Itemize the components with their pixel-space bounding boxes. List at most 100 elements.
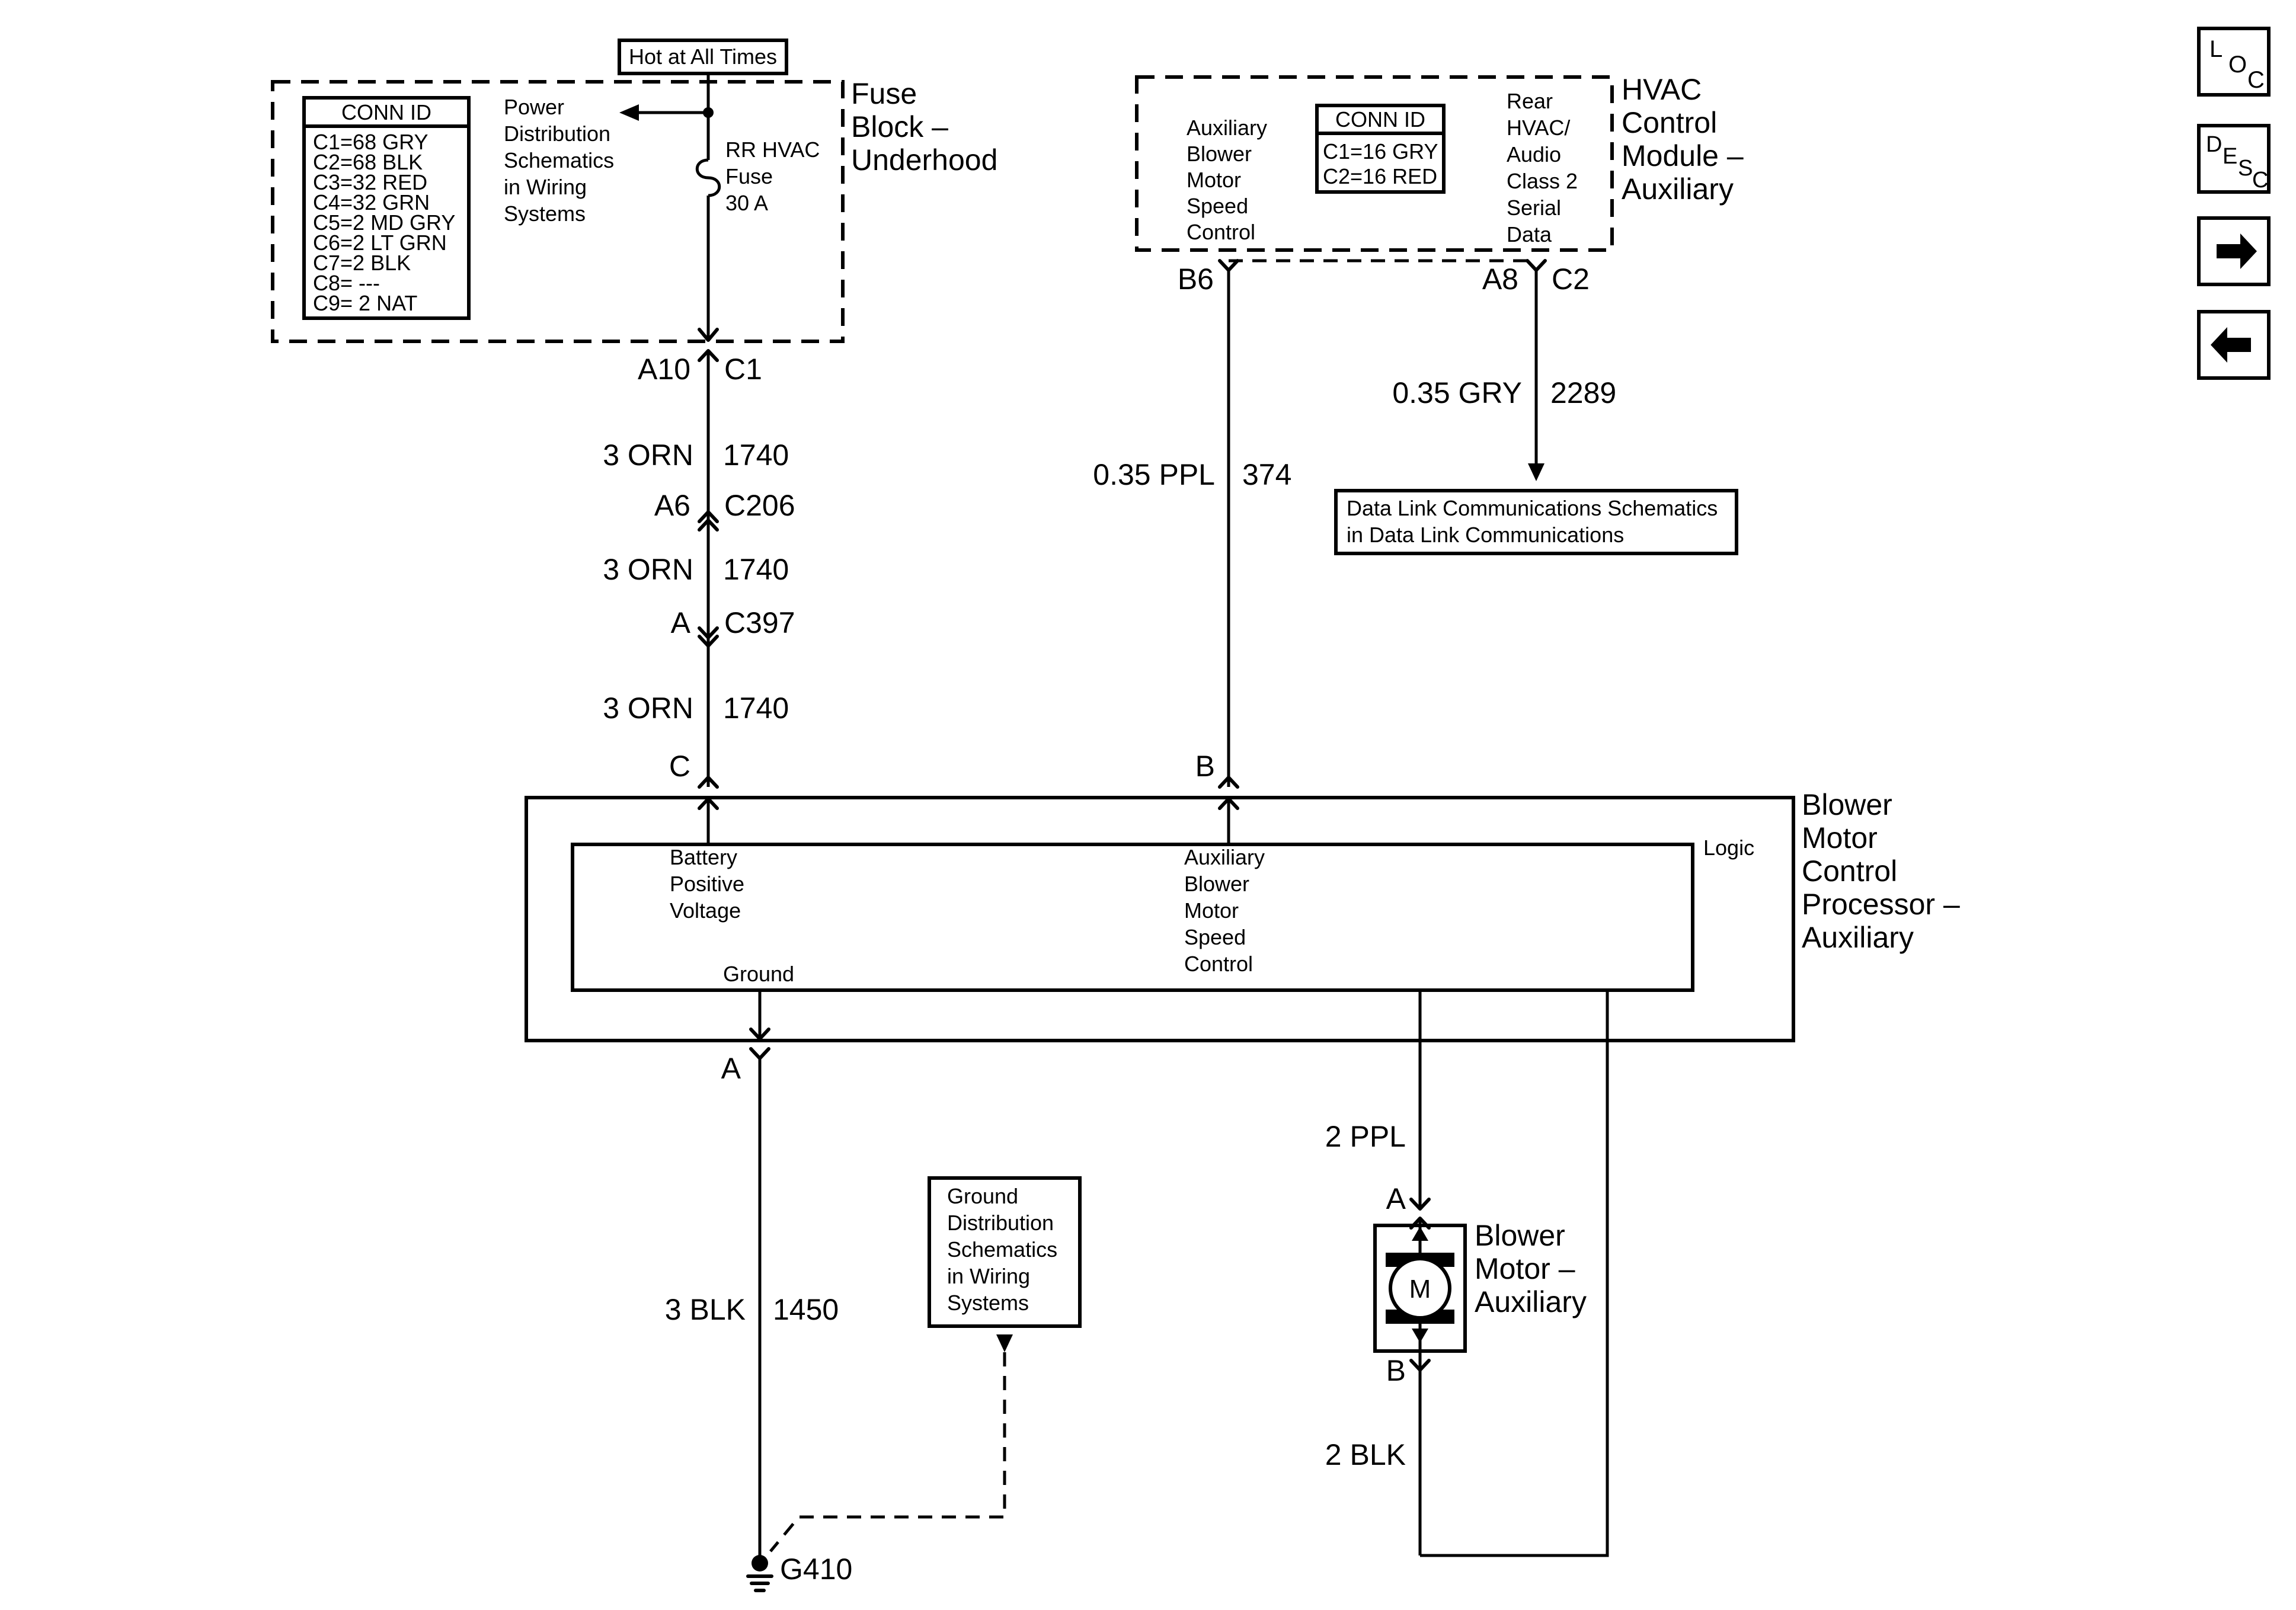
wire-ppl2-color: 2 PPL bbox=[1325, 1120, 1406, 1153]
motor-terminal-a-arrow-icon bbox=[1412, 1227, 1428, 1241]
pin-a10: A10 bbox=[638, 353, 690, 386]
motor-title-1: Blower bbox=[1475, 1219, 1565, 1252]
hvac-left-3: Motor bbox=[1187, 168, 1241, 192]
pin-motor-a: A bbox=[1386, 1182, 1406, 1215]
power-dist-line-5: Systems bbox=[504, 201, 586, 226]
fuse-label-2: Fuse bbox=[725, 164, 773, 188]
processor-outline bbox=[525, 796, 1795, 1042]
connector-c206-symbol bbox=[698, 510, 719, 523]
motor-title-2: Motor – bbox=[1475, 1252, 1575, 1285]
ground-dist-arrow-icon bbox=[996, 1334, 1013, 1352]
loc-letter-o: O bbox=[2228, 52, 2247, 78]
fuse-conn-c6: C6=2 LT GRN bbox=[313, 231, 447, 255]
fuse-icon bbox=[695, 158, 721, 197]
blower-motor-control-processor: Logic Blower Motor Control Processor – A… bbox=[525, 788, 1960, 1042]
hvac-conn-c1: C1=16 GRY bbox=[1323, 139, 1438, 164]
logic-block bbox=[571, 843, 1694, 992]
pin-motor-b: B bbox=[1386, 1354, 1406, 1387]
conn-c206: C206 bbox=[724, 489, 795, 522]
motor-icon bbox=[1389, 1257, 1451, 1320]
processor-title-5: Auxiliary bbox=[1802, 921, 1914, 954]
fuse-conn-c9: C9= 2 NAT bbox=[313, 291, 417, 315]
ground-dist-dashed-link bbox=[769, 1352, 1006, 1553]
data-link-reference-box bbox=[1334, 489, 1738, 555]
conn-c397: C397 bbox=[724, 606, 795, 639]
fuse-conn-c2: C2=68 BLK bbox=[313, 150, 423, 174]
fuse-conn-c7: C7=2 BLK bbox=[313, 251, 411, 275]
data-link-line-2: in Data Link Communications bbox=[1347, 523, 1624, 547]
fuse-label-1: RR HVAC bbox=[725, 137, 820, 162]
ground-dist-line-1: Ground bbox=[947, 1184, 1018, 1208]
fuse-block-underhood: Fuse Block – Underhood Hot at All Times … bbox=[271, 39, 997, 343]
fuse-conn-id-table bbox=[302, 96, 471, 320]
processor-title-2: Motor bbox=[1802, 821, 1878, 854]
fuse-conn-c1: C1=68 GRY bbox=[313, 130, 428, 154]
wire-blk2-color: 2 BLK bbox=[1325, 1438, 1406, 1471]
connector-a8-symbol bbox=[1526, 259, 1547, 272]
ground-symbol-icon bbox=[746, 1574, 773, 1592]
pin-c: C bbox=[669, 750, 690, 783]
conn-c1: C1 bbox=[724, 353, 762, 386]
speed-label-4: Speed bbox=[1184, 925, 1246, 949]
battery-feed-circuit: A10 C1 3 ORN 1740 A6 C206 3 ORN 1740 A C… bbox=[603, 349, 795, 789]
hvac-left-4: Speed bbox=[1187, 194, 1248, 218]
desc-letter-d: D bbox=[2206, 132, 2222, 157]
ground-dist-line-3: Schematics bbox=[947, 1237, 1057, 1262]
wire-gry-color: 0.35 GRY bbox=[1392, 376, 1522, 409]
speed-label-1: Auxiliary bbox=[1184, 845, 1265, 869]
connector-ground-a-symbol bbox=[749, 1047, 770, 1060]
processor-title-3: Control bbox=[1802, 854, 1897, 888]
ground-dist-reference-box bbox=[928, 1176, 1082, 1328]
wire-ppl-circuit: 374 bbox=[1242, 458, 1291, 491]
wire-orn3-color: 3 ORN bbox=[603, 692, 693, 725]
power-dist-arrow-icon bbox=[619, 104, 639, 121]
next-page-button[interactable] bbox=[2197, 216, 2271, 286]
hvac-control-module: HVAC Control Module – Auxiliary Auxiliar… bbox=[1135, 73, 1744, 252]
battery-label-2: Positive bbox=[670, 872, 744, 896]
hvac-conn-c2: C2=16 RED bbox=[1323, 164, 1437, 188]
pin-a: A bbox=[671, 606, 691, 639]
connector-c397-symbol bbox=[698, 626, 719, 639]
loc-button[interactable]: L O C bbox=[2197, 27, 2271, 97]
hvac-right-6: Data bbox=[1507, 222, 1552, 247]
desc-letter-c: C bbox=[2252, 168, 2268, 193]
speed-control-circuit: B6 0.35 PPL 374 B bbox=[1093, 259, 1291, 789]
pin-a6: A6 bbox=[654, 489, 690, 522]
hvac-title-2: Control bbox=[1622, 106, 1717, 139]
fuse-block-title-1: Fuse bbox=[851, 77, 917, 110]
hvac-right-3: Audio bbox=[1507, 142, 1561, 167]
connector-motor-a-symbol bbox=[1409, 1198, 1431, 1211]
wire-orn2-color: 3 ORN bbox=[603, 553, 693, 586]
wire-ppl-color: 0.35 PPL bbox=[1093, 458, 1215, 491]
pin-a8: A8 bbox=[1482, 263, 1518, 296]
hvac-conn-id-header: CONN ID bbox=[1335, 107, 1425, 132]
wire-orn3-circuit: 1740 bbox=[723, 692, 789, 725]
power-dist-line-3: Schematics bbox=[504, 148, 614, 172]
ground-dist-line-2: Distribution bbox=[947, 1211, 1054, 1235]
serial-data-circuit: A8 C2 0.35 GRY 2289 Data Link Communicat… bbox=[1229, 259, 1738, 555]
motor-symbol: M bbox=[1409, 1275, 1431, 1304]
ground-point-g410: G410 bbox=[780, 1553, 852, 1586]
wire-blk-circuit: 1450 bbox=[773, 1293, 839, 1326]
conn-c2: C2 bbox=[1552, 263, 1590, 296]
wire-blk-color: 3 BLK bbox=[665, 1293, 746, 1326]
hvac-left-5: Control bbox=[1187, 220, 1255, 244]
fuse-block-outline bbox=[271, 80, 845, 343]
hot-at-all-times-box bbox=[618, 39, 788, 75]
power-dist-line-1: Power bbox=[504, 95, 564, 119]
hvac-right-2: HVAC/ bbox=[1507, 116, 1570, 140]
pin-b6: B6 bbox=[1178, 263, 1214, 296]
pin-b: B bbox=[1195, 750, 1215, 783]
hvac-right-4: Class 2 bbox=[1507, 169, 1578, 193]
hvac-title-4: Auxiliary bbox=[1622, 172, 1734, 206]
hvac-left-1: Auxiliary bbox=[1187, 116, 1267, 140]
previous-page-button[interactable] bbox=[2197, 310, 2271, 380]
logic-label: Logic bbox=[1703, 836, 1754, 860]
desc-button[interactable]: D E S C bbox=[2197, 124, 2271, 194]
data-link-arrow-icon bbox=[1528, 463, 1544, 481]
hvac-module-outline bbox=[1135, 75, 1614, 252]
power-dist-line-4: in Wiring bbox=[504, 175, 587, 199]
desc-letter-e: E bbox=[2223, 144, 2237, 169]
data-link-line-1: Data Link Communications Schematics bbox=[1347, 496, 1718, 520]
